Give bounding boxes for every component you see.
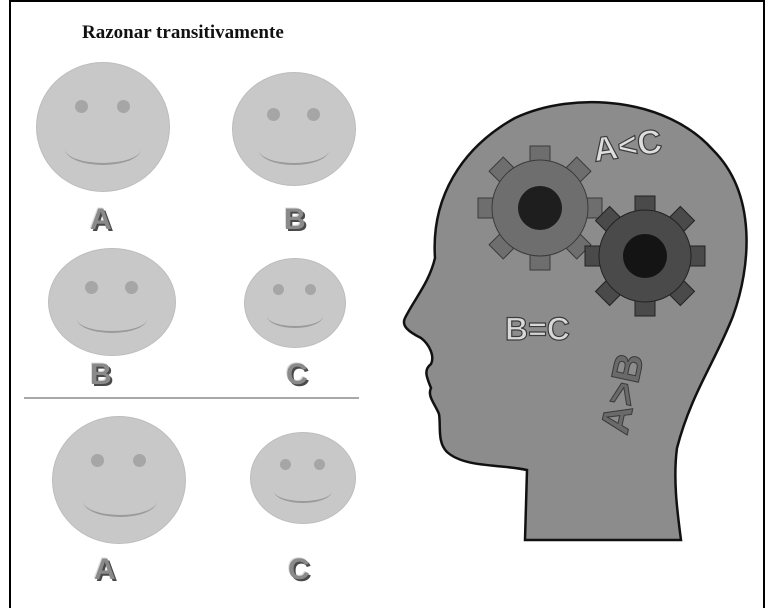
divider-line — [24, 397, 359, 399]
label-a-row3: A — [94, 553, 116, 587]
mouth — [259, 135, 329, 165]
label-c-row3: C — [288, 553, 310, 587]
eye — [314, 459, 325, 470]
mouth — [83, 485, 157, 517]
smiley-face-a3 — [52, 416, 186, 544]
eye — [85, 281, 98, 294]
gear-icon — [585, 196, 705, 316]
eye — [273, 284, 284, 295]
head-illustration: A<C B=C A>B — [395, 98, 757, 548]
label-b-equals-c: B=C — [505, 311, 570, 347]
smiley-face-b1 — [232, 72, 356, 186]
mouth — [274, 479, 332, 503]
smiley-face-c2 — [244, 258, 346, 348]
eye — [307, 108, 320, 121]
eye — [91, 454, 104, 467]
eye — [280, 459, 291, 470]
eye — [133, 454, 146, 467]
mouth — [77, 305, 147, 333]
mouth — [65, 133, 141, 165]
label-b-row1: B — [284, 203, 306, 237]
smiley-face-b2 — [48, 248, 176, 356]
eye — [267, 108, 280, 121]
figure-title: Razonar transitivamente — [82, 22, 322, 44]
eye — [117, 100, 130, 113]
label-a-row1: A — [90, 203, 112, 237]
eye — [125, 281, 138, 294]
mouth — [267, 304, 323, 328]
label-c-row2: C — [286, 358, 308, 392]
eye — [305, 284, 316, 295]
gear-icon — [478, 146, 602, 270]
eye — [75, 100, 88, 113]
smiley-face-a1 — [36, 62, 170, 192]
label-b-row2: B — [90, 358, 112, 392]
smiley-face-c3 — [250, 432, 356, 524]
